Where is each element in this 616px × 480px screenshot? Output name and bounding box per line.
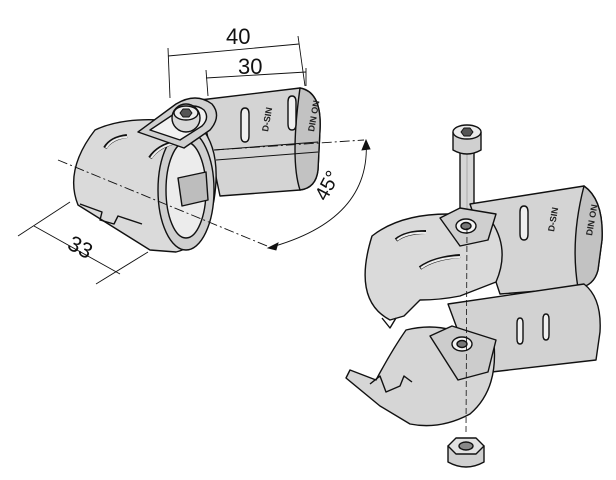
assembled-marking-top: D-SIN	[260, 106, 274, 132]
dimension-lines	[17, 35, 371, 285]
dim-outer-length: 40	[226, 24, 250, 49]
exploded-clamp: D-SIN DIN ON	[345, 124, 603, 468]
exploded-marking-top: D-SIN	[546, 206, 560, 232]
assembled-clamp: D-SIN DIN ON	[72, 87, 321, 253]
dim-inner-length: 30	[238, 54, 262, 79]
